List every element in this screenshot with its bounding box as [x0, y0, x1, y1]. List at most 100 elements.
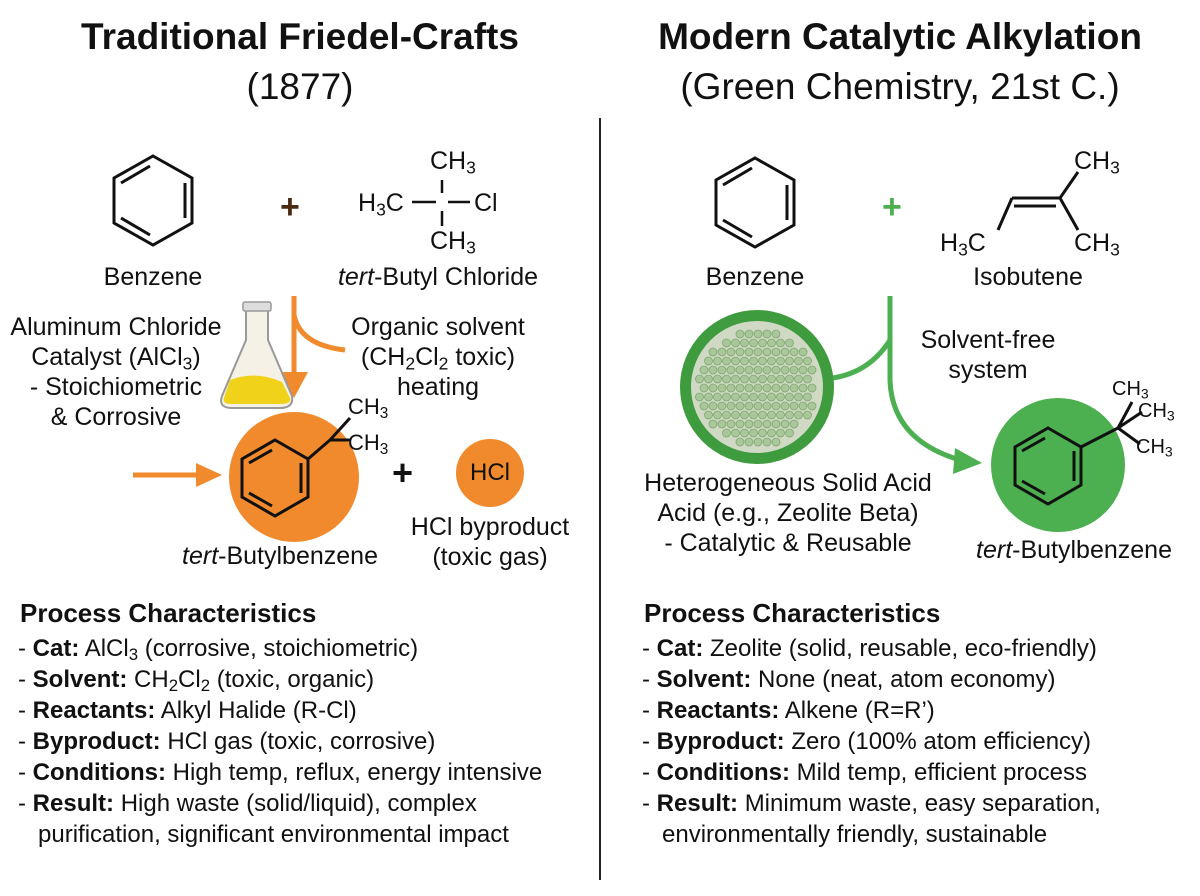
list-item: - Reactants: Alkyl Halide (R-Cl): [18, 697, 357, 724]
reactant-benzene-label-right: Benzene: [705, 263, 805, 291]
zeolite-bead: [704, 356, 713, 366]
zeolite-bead: [798, 383, 808, 393]
zeolite-bead: [762, 347, 772, 357]
zeolite-bead: [767, 356, 776, 366]
zeolite-bead: [758, 356, 767, 366]
zeolite-bead: [753, 383, 763, 393]
zeolite-bead: [767, 410, 776, 420]
zeolite-bead: [776, 374, 785, 384]
zeolite-bead: [758, 428, 767, 438]
reactant-tbc-label: tert-Butyl Chloride: [337, 263, 539, 291]
zeolite-bead: [771, 419, 781, 429]
zeolite-bead: [780, 419, 790, 429]
zeolite-bead: [776, 410, 785, 420]
zeolite-bead: [713, 410, 722, 420]
process-characteristics-title-left: Process Characteristics: [20, 598, 317, 628]
tbc-chlorine: Cl: [474, 189, 498, 217]
list-item-continuation: environmentally friendly, sustainable: [662, 821, 1048, 848]
zeolite-bead: [776, 428, 785, 438]
list-item: - Solvent: None (neat, atom economy): [642, 666, 1056, 693]
zeolite-bead: [731, 392, 740, 402]
zeolite-bead: [726, 419, 736, 429]
zeolite-bead: [785, 392, 794, 402]
zeolite-bead: [735, 401, 745, 411]
zeolite-bead: [704, 374, 713, 384]
zeolite-bead: [731, 410, 740, 420]
zeolite-bead: [789, 383, 799, 393]
zeolite-bead: [740, 338, 749, 348]
zeolite-bead: [722, 392, 731, 402]
zeolite-bead: [794, 356, 803, 366]
zeolite-bead: [762, 437, 772, 447]
zeolite-bead: [722, 410, 731, 420]
zeolite-bead: [789, 419, 799, 429]
arrow-head-down: [280, 372, 308, 398]
plus-sign-right: +: [882, 188, 902, 226]
zeolite-bead: [749, 410, 758, 420]
product-bottom-group-left: CH3: [348, 430, 389, 458]
zeolite-bead: [762, 419, 772, 429]
catalyst-label-right: Heterogeneous Solid Acid Acid (e.g., Zeo…: [644, 469, 932, 557]
zeolite-bead: [798, 401, 808, 411]
zeolite-bead: [713, 374, 722, 384]
zeolite-bead: [794, 410, 803, 420]
zeolite-bead: [794, 374, 803, 384]
zeolite-bead: [708, 347, 718, 357]
tbc-bottom-group: CH3: [430, 227, 476, 258]
zeolite-bead: [807, 365, 817, 375]
zeolite-bead: [803, 356, 812, 366]
process-list-right: - Cat: Zeolite (solid, reusable, eco-fri…: [642, 633, 1101, 850]
zeolite-bead: [758, 410, 767, 420]
zeolite-bead: [758, 374, 767, 384]
list-item: - Byproduct: HCl gas (toxic, corrosive): [18, 728, 436, 755]
list-item: - Byproduct: Zero (100% atom efficiency): [642, 728, 1092, 755]
product-top-group-right: CH3: [1112, 378, 1149, 402]
zeolite-bead: [753, 419, 763, 429]
zeolite-bead: [780, 347, 790, 357]
solvent-label-right: Solvent-free system: [920, 326, 1056, 384]
left-subtitle: (1877): [246, 66, 354, 107]
list-item: - Conditions: Mild temp, efficient proce…: [642, 759, 1087, 786]
zeolite-bead: [789, 365, 799, 375]
zeolite-bead: [726, 347, 736, 357]
zeolite-bead: [717, 365, 727, 375]
isobutene-top-group: CH3: [1074, 147, 1120, 178]
byproduct-label: HCl byproduct (toxic gas): [410, 513, 570, 571]
reaction-arrow-right: [832, 296, 961, 463]
tert-butyl-chloride-bonds: [412, 180, 470, 226]
zeolite-bead: [708, 365, 718, 375]
zeolite-bead: [731, 428, 740, 438]
zeolite-bead: [794, 392, 803, 402]
zeolite-bead: [771, 401, 781, 411]
zeolite-bead: [726, 401, 736, 411]
zeolite-bead: [767, 392, 776, 402]
reaction-arrow-left: [291, 296, 346, 375]
zeolite-bead: [785, 428, 794, 438]
zeolite-bead: [776, 392, 785, 402]
zeolite-bead: [767, 374, 776, 384]
zeolite-bead: [798, 347, 808, 357]
isobutene-left-group: H3C: [940, 229, 986, 260]
zeolite-bead: [731, 374, 740, 384]
zeolite-bead: [762, 365, 772, 375]
product-circle-right: [991, 398, 1125, 532]
zeolite-bead: [803, 374, 812, 384]
zeolite-bead: [744, 347, 754, 357]
zeolite-bead: [722, 356, 731, 366]
zeolite-bead: [749, 392, 758, 402]
process-characteristics-title-right: Process Characteristics: [644, 598, 941, 628]
zeolite-bead: [726, 365, 736, 375]
zeolite-bead: [726, 383, 736, 393]
zeolite-bead: [735, 383, 745, 393]
zeolite-bead: [744, 383, 754, 393]
zeolite-bead: [753, 437, 763, 447]
zeolite-bead: [717, 419, 727, 429]
zeolite-bead: [767, 428, 776, 438]
zeolite-bead: [785, 356, 794, 366]
reactant-benzene-label-left: Benzene: [103, 263, 203, 291]
product-label-right: tert-Butylbenzene: [976, 536, 1172, 564]
zeolite-bead: [731, 356, 740, 366]
list-item: - Result: Minimum waste, easy separation…: [642, 790, 1101, 817]
zeolite-bead: [713, 392, 722, 402]
arrow-head-right: [953, 448, 982, 474]
